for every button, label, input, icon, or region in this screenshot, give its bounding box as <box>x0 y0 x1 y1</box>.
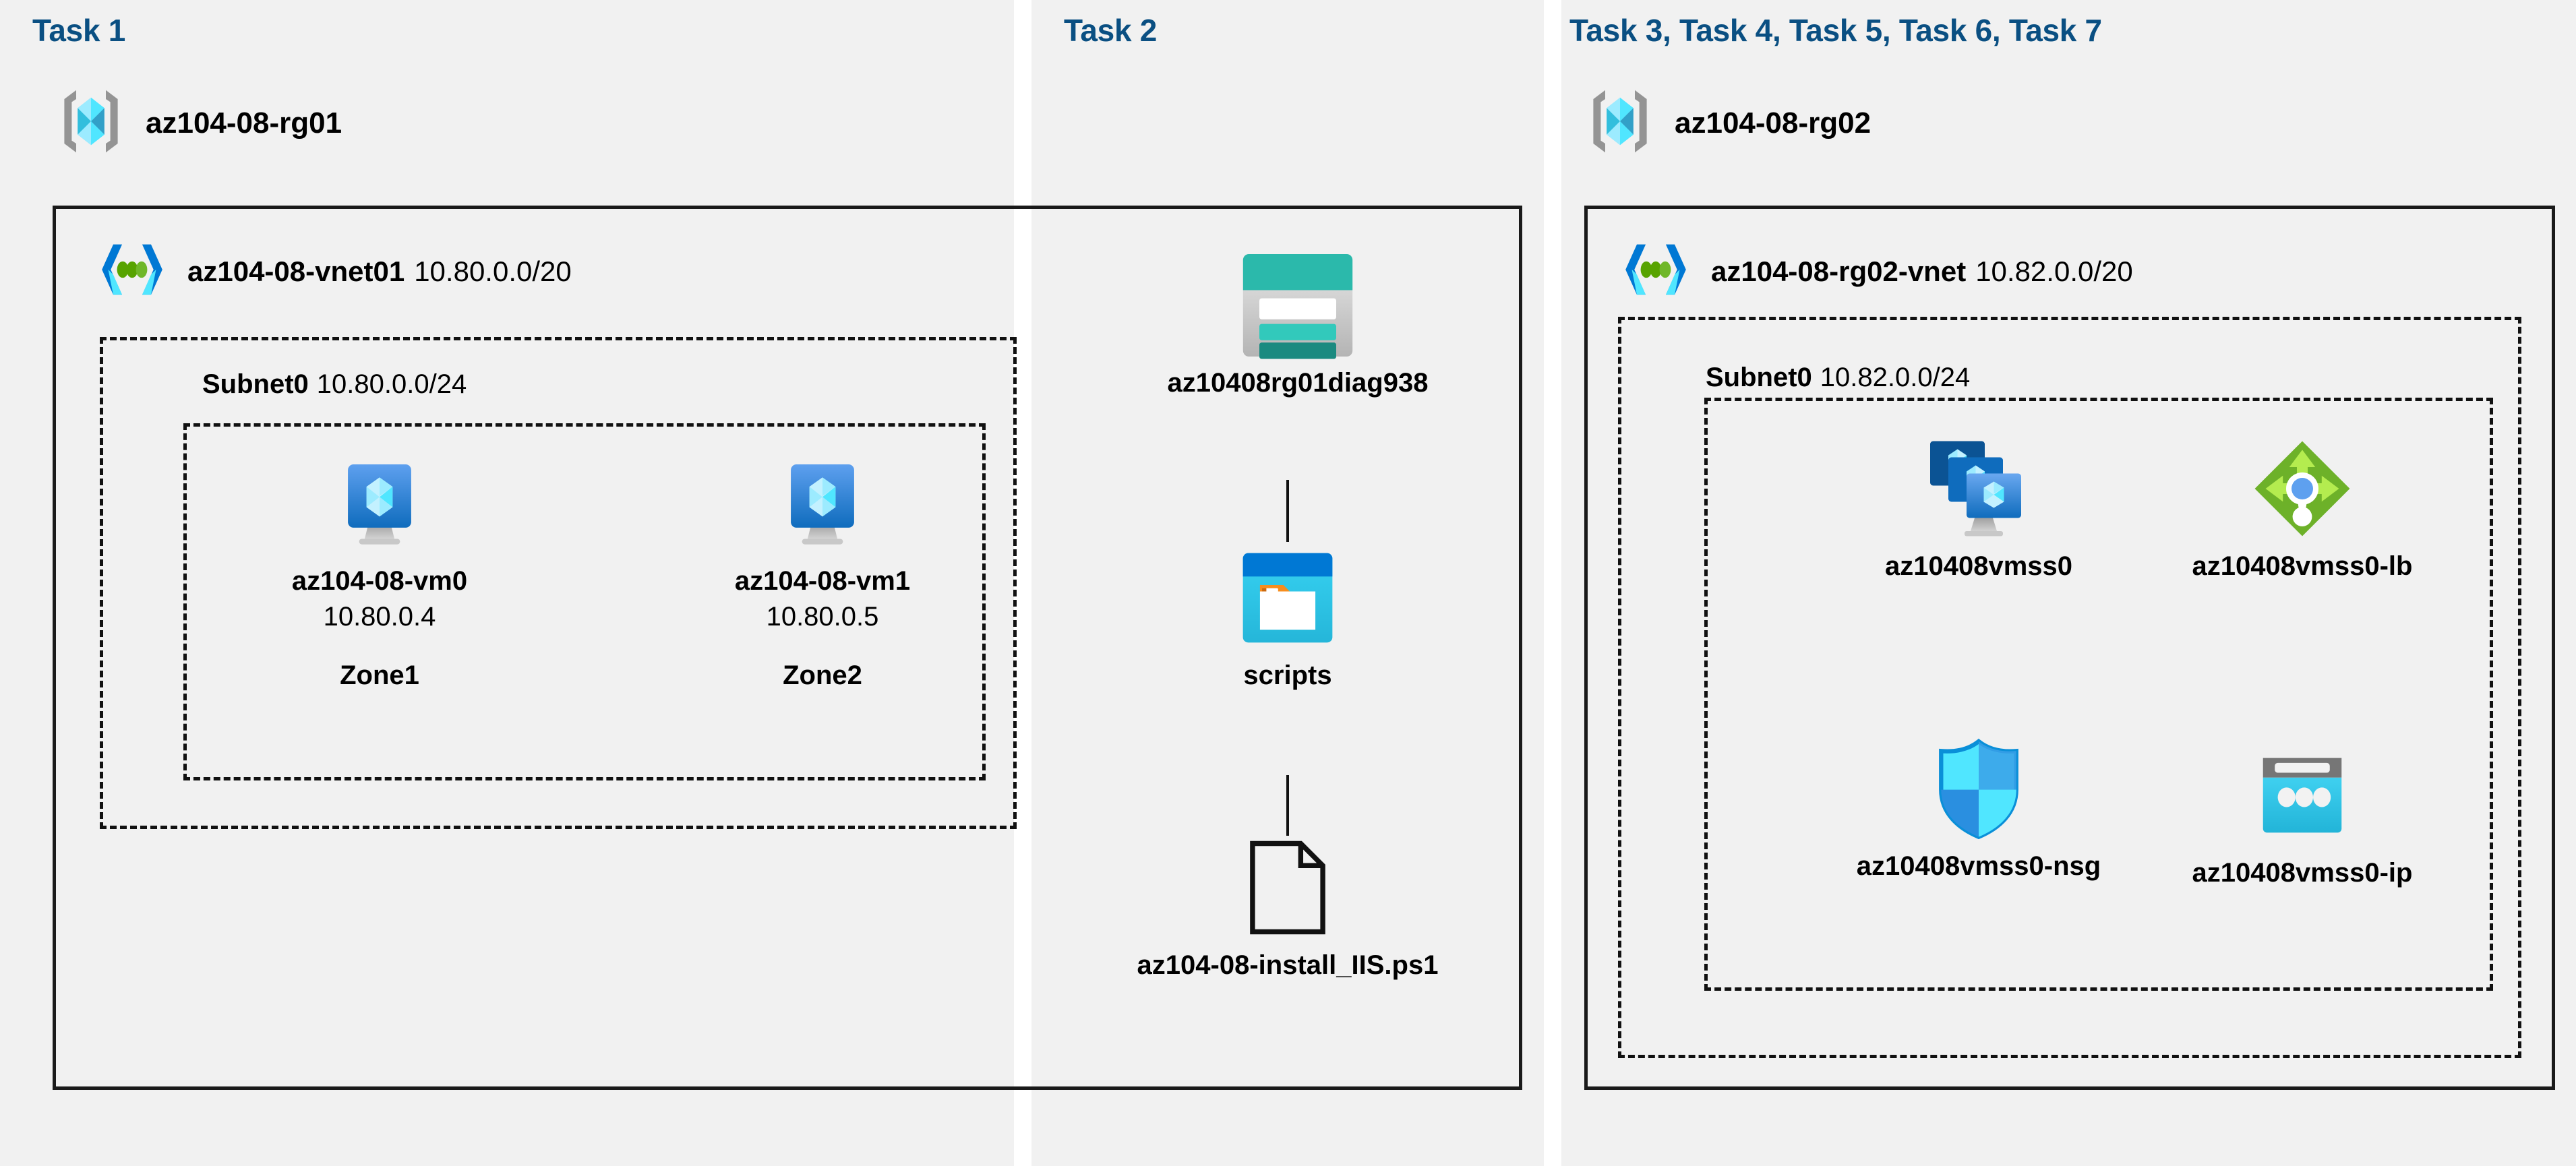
task1-panel <box>0 0 1014 1166</box>
task3-subnet-box <box>1618 317 2521 1058</box>
public-ip-name: az10408vmss0-ip <box>2192 858 2413 888</box>
task3-vnet-name: az104-08-rg02-vnet <box>1711 255 1967 287</box>
connector-storage-to-scripts <box>1286 480 1289 542</box>
nsg-name: az10408vmss0-nsg <box>1856 851 2101 881</box>
task3-vmss[interactable]: az10408vmss0 <box>1830 438 2127 582</box>
network-security-group-icon <box>1931 738 2026 840</box>
virtual-network-icon <box>1618 239 1694 303</box>
task3-vnet-cidr: 10.82.0.0/20 <box>1975 255 2133 287</box>
task1-subnet-box <box>100 337 1017 829</box>
task1-resource-group: az104-08-rg01 <box>54 84 342 162</box>
task1-vnet-header: az104-08-vnet01 10.80.0.0/20 <box>94 239 572 303</box>
virtual-machine-icon <box>333 453 426 554</box>
file-document-icon <box>1245 837 1331 938</box>
task1-vm-1[interactable]: az104-08-vm1 10.80.0.5 Zone2 <box>674 453 971 691</box>
task1-label: Task 1 <box>32 13 125 48</box>
task1-vnet-name: az104-08-vnet01 <box>187 255 405 287</box>
vm-name: az104-08-vm0 <box>291 566 468 596</box>
vm-scale-set-icon <box>1918 438 2039 539</box>
file-name: az104-08-install_IIS.ps1 <box>1137 950 1439 980</box>
storage-account-name: az10408rg01diag938 <box>1167 368 1429 398</box>
load-balancer-name: az10408vmss0-lb <box>2192 551 2413 581</box>
task1-vnet-label: az104-08-vnet01 10.80.0.0/20 <box>187 255 572 288</box>
resource-group-icon <box>1583 84 1657 162</box>
task3-load-balancer[interactable]: az10408vmss0-lb <box>2154 438 2451 582</box>
task3-nsg[interactable]: az10408vmss0-nsg <box>1830 738 2127 882</box>
task1-vnet-cidr: 10.80.0.0/20 <box>414 255 572 287</box>
virtual-network-icon <box>94 239 170 303</box>
task1-subnet-cidr: 10.80.0.0/24 <box>316 369 467 399</box>
vm-ip: 10.80.0.5 <box>766 602 879 632</box>
task2-file[interactable]: az104-08-install_IIS.ps1 <box>1137 837 1439 981</box>
task3-resource-group-box <box>1704 398 2493 991</box>
task3-label: Task 3, Task 4, Task 5, Task 6, Task 7 <box>1569 13 2102 48</box>
vm-name: az104-08-vm1 <box>734 566 911 596</box>
task3-resource-group-name: az104-08-rg02 <box>1675 106 1871 140</box>
task1-vm-group-box <box>183 423 986 780</box>
task1-vnet-box <box>53 206 1522 1090</box>
task1-vm-0[interactable]: az104-08-vm0 10.80.0.4 Zone1 <box>231 453 528 691</box>
task3-subnet-name: Subnet0 <box>1706 363 1812 392</box>
virtual-machine-icon <box>776 453 869 554</box>
vmss-name: az10408vmss0 <box>1884 551 2073 581</box>
task2-storage-account[interactable]: az10408rg01diag938 <box>1149 254 1446 398</box>
blob-container-icon <box>1234 547 1341 648</box>
task3-public-ip[interactable]: az10408vmss0-ip <box>2154 745 2451 888</box>
task1-resource-group-name: az104-08-rg01 <box>146 106 342 140</box>
vm-ip: 10.80.0.4 <box>323 602 436 632</box>
vm-zone: Zone2 <box>783 661 862 690</box>
connector-scripts-to-file <box>1286 775 1289 836</box>
task3-subnet-cidr: 10.82.0.0/24 <box>1820 363 1971 392</box>
resource-group-icon <box>54 84 128 162</box>
storage-account-icon <box>1234 254 1362 359</box>
task3-panel <box>1561 0 2576 1166</box>
vm-zone: Zone1 <box>340 661 419 690</box>
task3-subnet-header: Subnet0 10.82.0.0/24 <box>1706 363 1970 393</box>
task1-subnet-name: Subnet0 <box>202 369 309 399</box>
task2-label: Task 2 <box>1064 13 1157 48</box>
task2-blob-container[interactable]: scripts <box>1139 547 1436 691</box>
blob-container-name: scripts <box>1243 661 1332 690</box>
public-ip-address-icon <box>2253 745 2352 846</box>
load-balancer-icon <box>2248 438 2356 539</box>
task3-vnet-box <box>1584 206 2555 1090</box>
task3-resource-group: az104-08-rg02 <box>1583 84 1871 162</box>
